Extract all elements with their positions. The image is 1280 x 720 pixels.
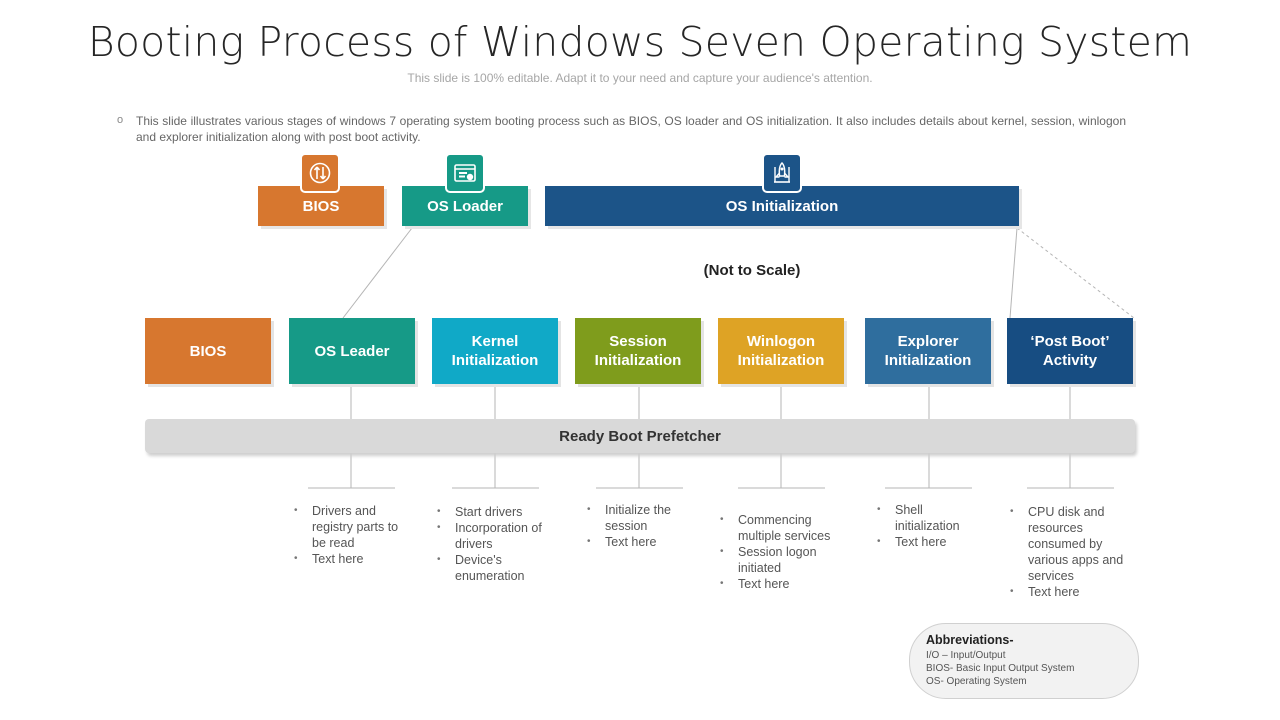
- stage-post-boot-label: ‘Post Boot’ Activity: [1030, 333, 1110, 369]
- list-item: Text here: [294, 551, 412, 567]
- abbreviation-line: OS- Operating System: [926, 676, 1027, 687]
- stage-bios: BIOS: [145, 318, 271, 384]
- notes-os-leader: Drivers and registry parts to be read Te…: [294, 503, 412, 567]
- browser-window-icon: [445, 153, 485, 193]
- list-item: Session logon initiated: [720, 544, 858, 576]
- stage-os-leader-label: OS Leader: [314, 342, 390, 360]
- notes-kernel: Start drivers Incorporation of drivers D…: [437, 504, 560, 584]
- list-item: Text here: [1010, 584, 1140, 600]
- connector-osloader: [342, 227, 413, 319]
- notes-session: Initialize the session Text here: [587, 502, 700, 550]
- list-item: Text here: [877, 534, 990, 550]
- list-item: Device's enumeration: [437, 552, 560, 584]
- stage-os-leader: OS Leader: [289, 318, 415, 384]
- stage-prefetch-connectors: [350, 384, 1071, 419]
- stage-session-initialization: Session Initialization: [575, 318, 701, 384]
- connector-osinit: [1009, 227, 1018, 319]
- prefetcher-label: Ready Boot Prefetcher: [559, 427, 721, 445]
- stage-kernel-label: Kernel Initialization: [451, 333, 539, 369]
- abbreviation-line: BIOS- Basic Input Output System: [926, 663, 1075, 674]
- abbreviations-box: Abbreviations- I/O – Input/Output BIOS- …: [909, 623, 1139, 699]
- notes-explorer: Shell initialization Text here: [877, 502, 990, 550]
- stage-winlogon-initialization: Winlogon Initialization: [718, 318, 844, 384]
- rocket-launch-icon: [762, 153, 802, 193]
- slide-title: Booting Process of Windows Seven Operati…: [87, 18, 1193, 66]
- stage-explorer-label: Explorer Initialization: [884, 333, 972, 369]
- list-item: Incorporation of drivers: [437, 520, 560, 552]
- ready-boot-prefetcher-bar: Ready Boot Prefetcher: [145, 419, 1135, 453]
- list-item: Text here: [720, 576, 858, 592]
- scale-note: (Not to Scale): [703, 262, 801, 279]
- slide-subtitle: This slide is 100% editable. Adapt it to…: [407, 71, 873, 85]
- stage-explorer-initialization: Explorer Initialization: [865, 318, 991, 384]
- stage-post-boot-activity: ‘Post Boot’ Activity: [1007, 318, 1133, 384]
- phase-os-initialization-label: OS Initialization: [725, 197, 839, 215]
- stage-bios-label: BIOS: [189, 342, 227, 360]
- list-item: CPU disk and resources consumed by vario…: [1010, 504, 1140, 584]
- phase-bios-label: BIOS: [302, 197, 340, 215]
- note-connectors: [308, 453, 1114, 489]
- abbreviation-line: I/O – Input/Output: [926, 650, 1006, 661]
- stage-winlogon-label: Winlogon Initialization: [737, 333, 825, 369]
- notes-winlogon: Commencing multiple services Session log…: [720, 512, 858, 592]
- description-bullet: o: [117, 114, 124, 126]
- list-item: Shell initialization: [877, 502, 990, 534]
- list-item: Commencing multiple services: [720, 512, 858, 544]
- list-item: Initialize the session: [587, 502, 700, 534]
- connector-osinit-dashed: [1016, 227, 1135, 319]
- list-item: Text here: [587, 534, 700, 550]
- list-item: Drivers and registry parts to be read: [294, 503, 412, 551]
- slide-description: This slide illustrates various stages of…: [136, 114, 1126, 144]
- stage-kernel-initialization: Kernel Initialization: [432, 318, 558, 384]
- abbreviations-title: Abbreviations-: [926, 633, 1014, 647]
- list-item: Start drivers: [437, 504, 560, 520]
- phase-os-loader-label: OS Loader: [427, 197, 503, 215]
- up-down-arrows-icon: [300, 153, 340, 193]
- notes-post-boot: CPU disk and resources consumed by vario…: [1010, 504, 1140, 600]
- stage-session-label: Session Initialization: [594, 333, 682, 369]
